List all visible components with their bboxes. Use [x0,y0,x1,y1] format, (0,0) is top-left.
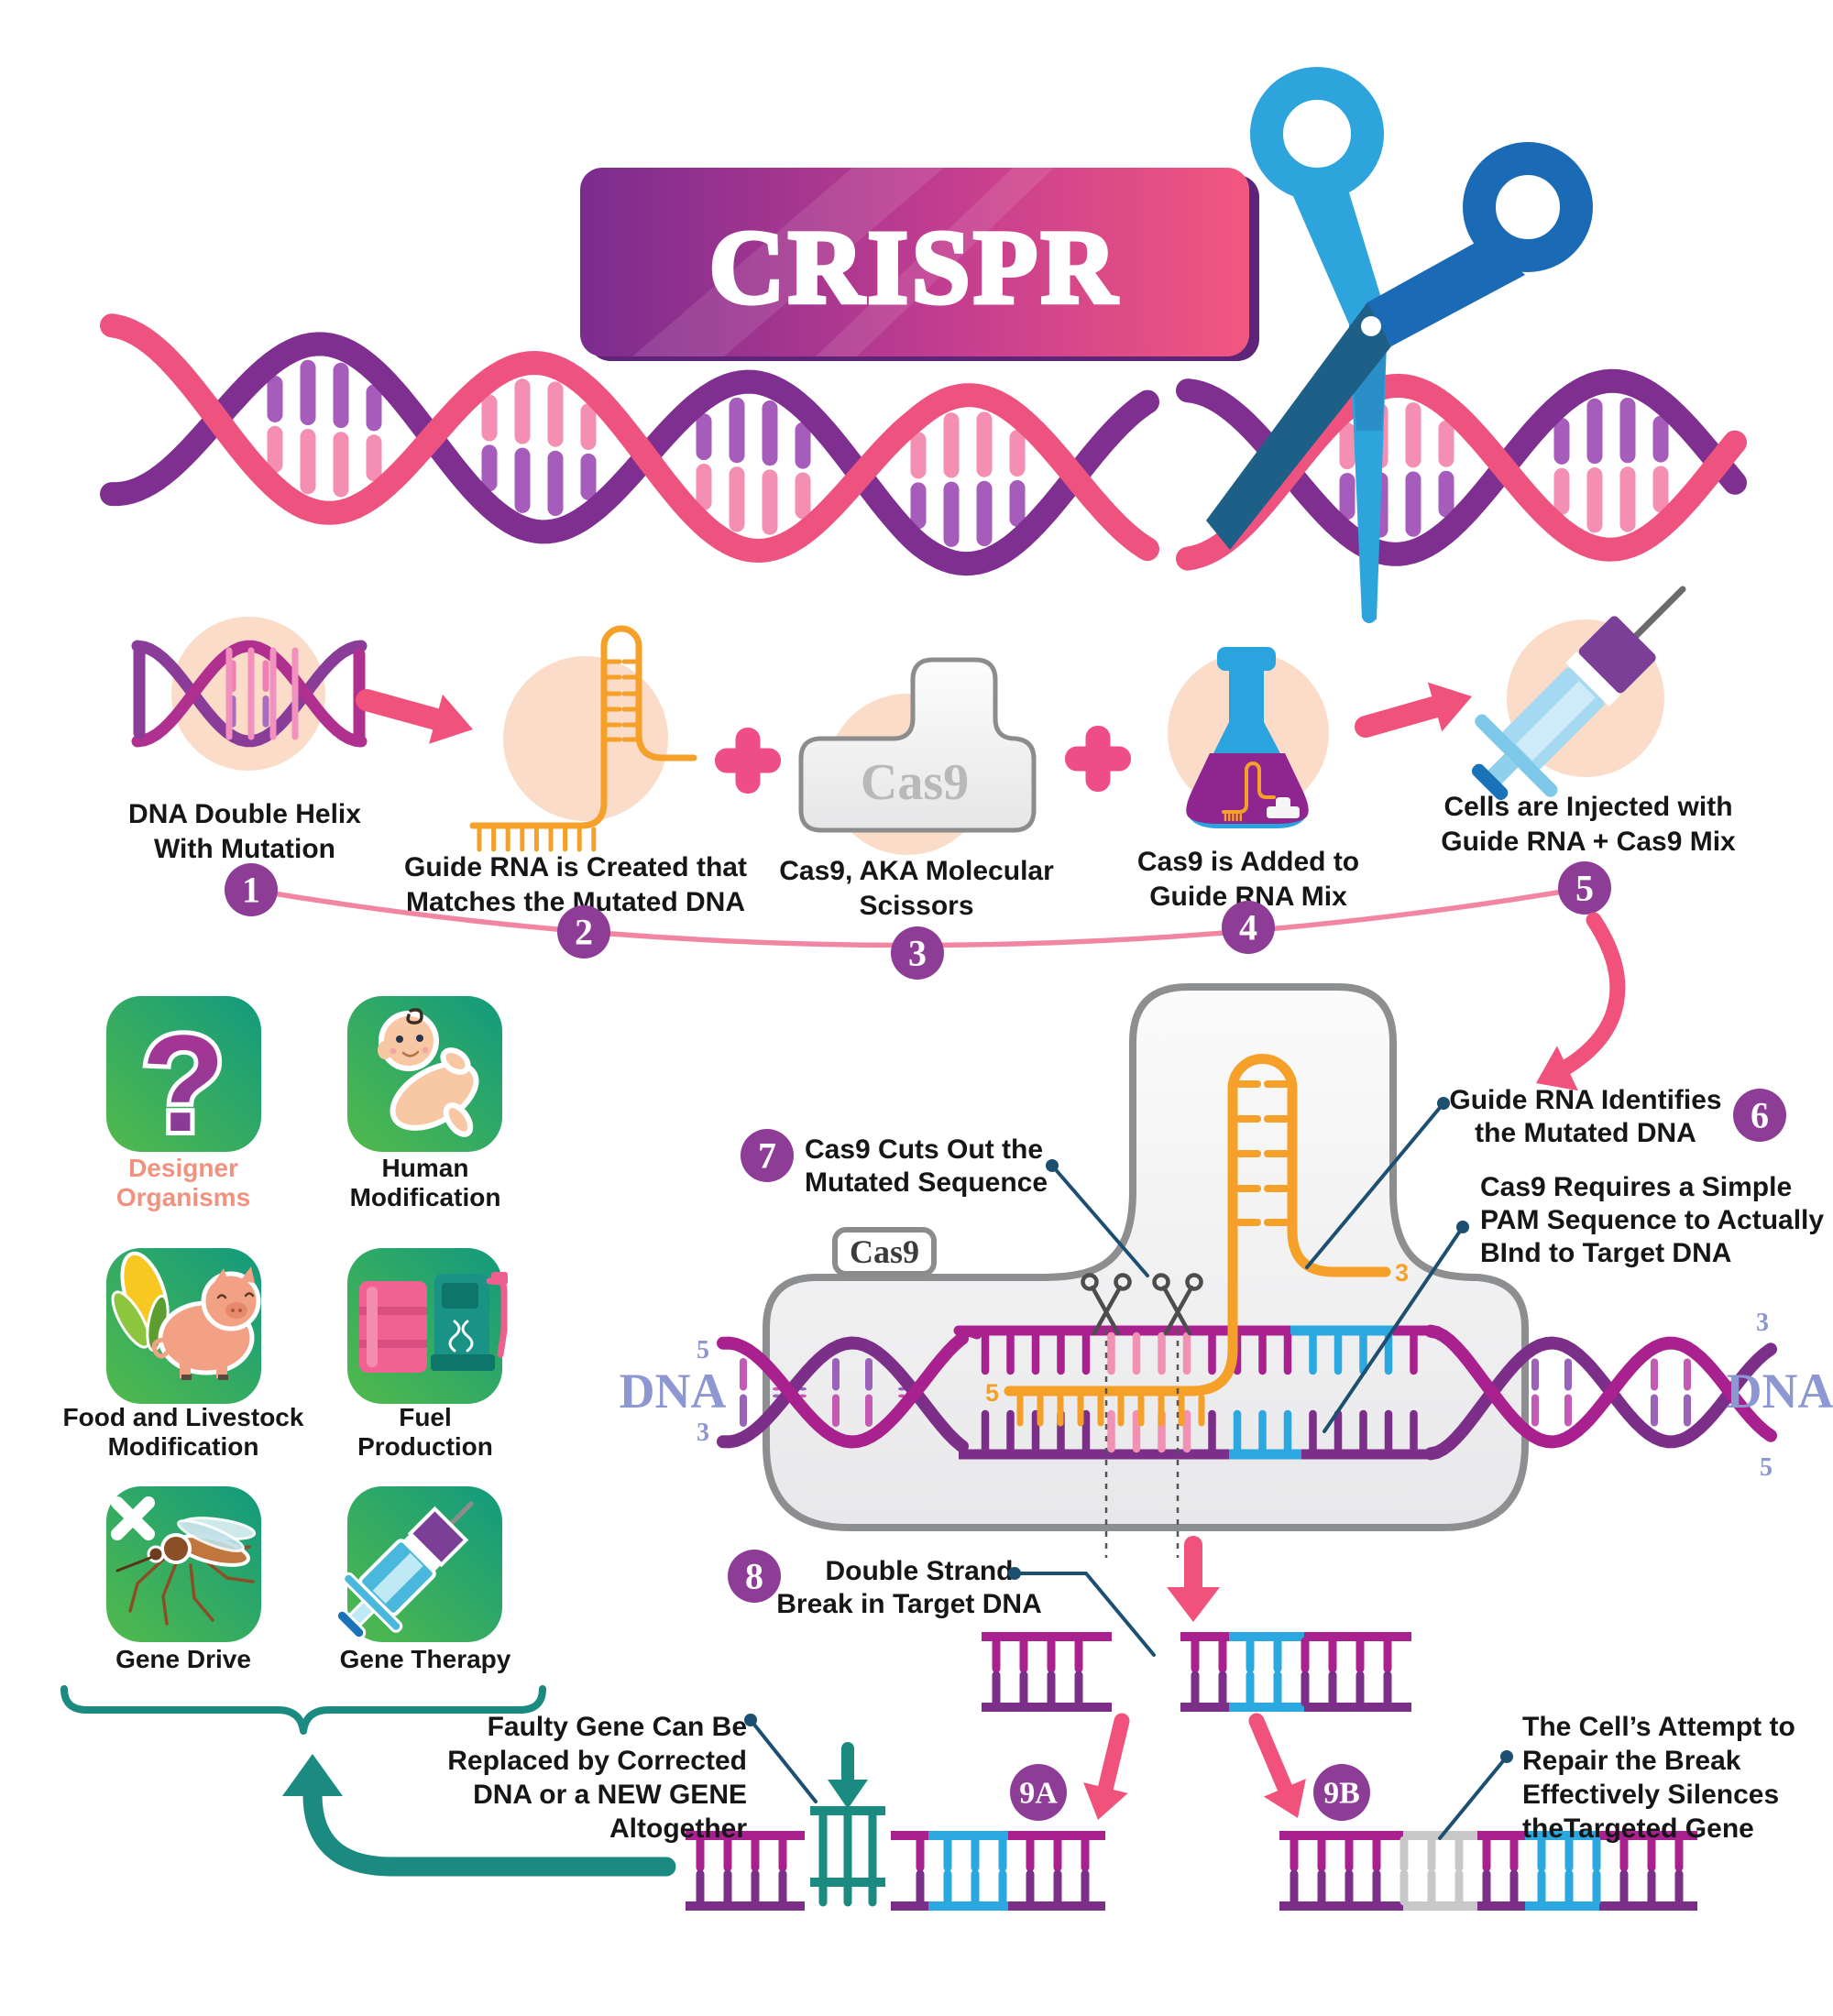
svg-text:Guide RNA Identifies: Guide RNA Identifies [1449,1085,1721,1115]
svg-text:Guide RNA + Cas9 Mix: Guide RNA + Cas9 Mix [1441,827,1736,857]
svg-text:Fuel: Fuel [399,1403,452,1431]
svg-text:Cas9 Cuts Out the: Cas9 Cuts Out the [805,1134,1043,1165]
svg-text:3: 3 [908,933,927,974]
svg-text:3: 3 [1756,1309,1769,1337]
svg-text:3: 3 [1395,1259,1409,1287]
svg-text:DNA or a NEW GENE: DNA or a NEW GENE [473,1780,747,1810]
svg-text:4: 4 [1239,907,1257,948]
svg-text:5: 5 [1760,1453,1773,1482]
svg-text:Production: Production [357,1432,493,1461]
svg-text:With Mutation: With Mutation [154,834,335,864]
svg-text:Cas9 Requires a Simple: Cas9 Requires a Simple [1480,1172,1792,1202]
svg-text:Gene Therapy: Gene Therapy [340,1645,511,1673]
svg-text:Altogether: Altogether [609,1813,747,1844]
svg-text:The Cell’s Attempt to: The Cell’s Attempt to [1522,1712,1795,1742]
svg-text:theTargeted Gene: theTargeted Gene [1522,1813,1754,1844]
svg-text:Cas9: Cas9 [850,1233,919,1270]
svg-text:Double Strand: Double Strand [825,1556,1013,1586]
svg-text:BInd to Target DNA: BInd to Target DNA [1480,1238,1731,1268]
svg-text:5: 5 [697,1336,709,1364]
svg-text:DNA Double Helix: DNA Double Helix [128,799,361,829]
svg-text:Replaced by Corrected: Replaced by Corrected [447,1746,747,1776]
svg-text:1: 1 [242,870,260,911]
svg-text:6: 6 [1751,1095,1769,1136]
svg-text:Human: Human [382,1154,469,1182]
svg-text:Break in Target DNA: Break in Target DNA [776,1589,1042,1619]
svg-text:Cas9: Cas9 [861,754,969,811]
svg-text:Modification: Modification [108,1432,259,1461]
svg-text:3: 3 [697,1419,709,1447]
svg-text:7: 7 [758,1135,776,1177]
svg-text:2: 2 [575,912,593,953]
svg-text:Cas9, AKA Molecular: Cas9, AKA Molecular [779,856,1054,886]
svg-text:DNA: DNA [620,1364,727,1419]
svg-text:Cas9 is Added to: Cas9 is Added to [1137,847,1359,877]
svg-text:DNA: DNA [1727,1364,1833,1419]
svg-text:Scissors: Scissors [859,891,973,921]
svg-text:Repair the Break: Repair the Break [1522,1746,1741,1776]
svg-text:8: 8 [745,1556,763,1597]
svg-text:9A: 9A [1019,1777,1058,1811]
svg-text:5: 5 [985,1379,999,1407]
svg-text:Organisms: Organisms [116,1183,250,1211]
svg-text:5: 5 [1575,868,1594,909]
svg-text:Cells are Injected with: Cells are Injected with [1443,792,1732,822]
svg-text:Designer: Designer [128,1154,238,1182]
svg-text:the Mutated DNA: the Mutated DNA [1475,1118,1696,1148]
svg-text:Modification: Modification [350,1183,501,1211]
svg-text:Guide RNA is Created that: Guide RNA is Created that [404,852,747,882]
svg-text:Mutated Sequence: Mutated Sequence [805,1167,1048,1198]
svg-text:Faulty Gene Can Be: Faulty Gene Can Be [488,1712,747,1742]
svg-text:PAM Sequence to Actually: PAM Sequence to Actually [1480,1205,1824,1235]
svg-text:CRISPR: CRISPR [709,209,1120,325]
svg-text:Gene Drive: Gene Drive [115,1645,251,1673]
svg-text:?: ? [141,1006,225,1160]
svg-text:Food and Livestock: Food and Livestock [63,1403,304,1431]
svg-text:Effectively Silences: Effectively Silences [1522,1780,1779,1810]
svg-text:9B: 9B [1323,1777,1360,1811]
